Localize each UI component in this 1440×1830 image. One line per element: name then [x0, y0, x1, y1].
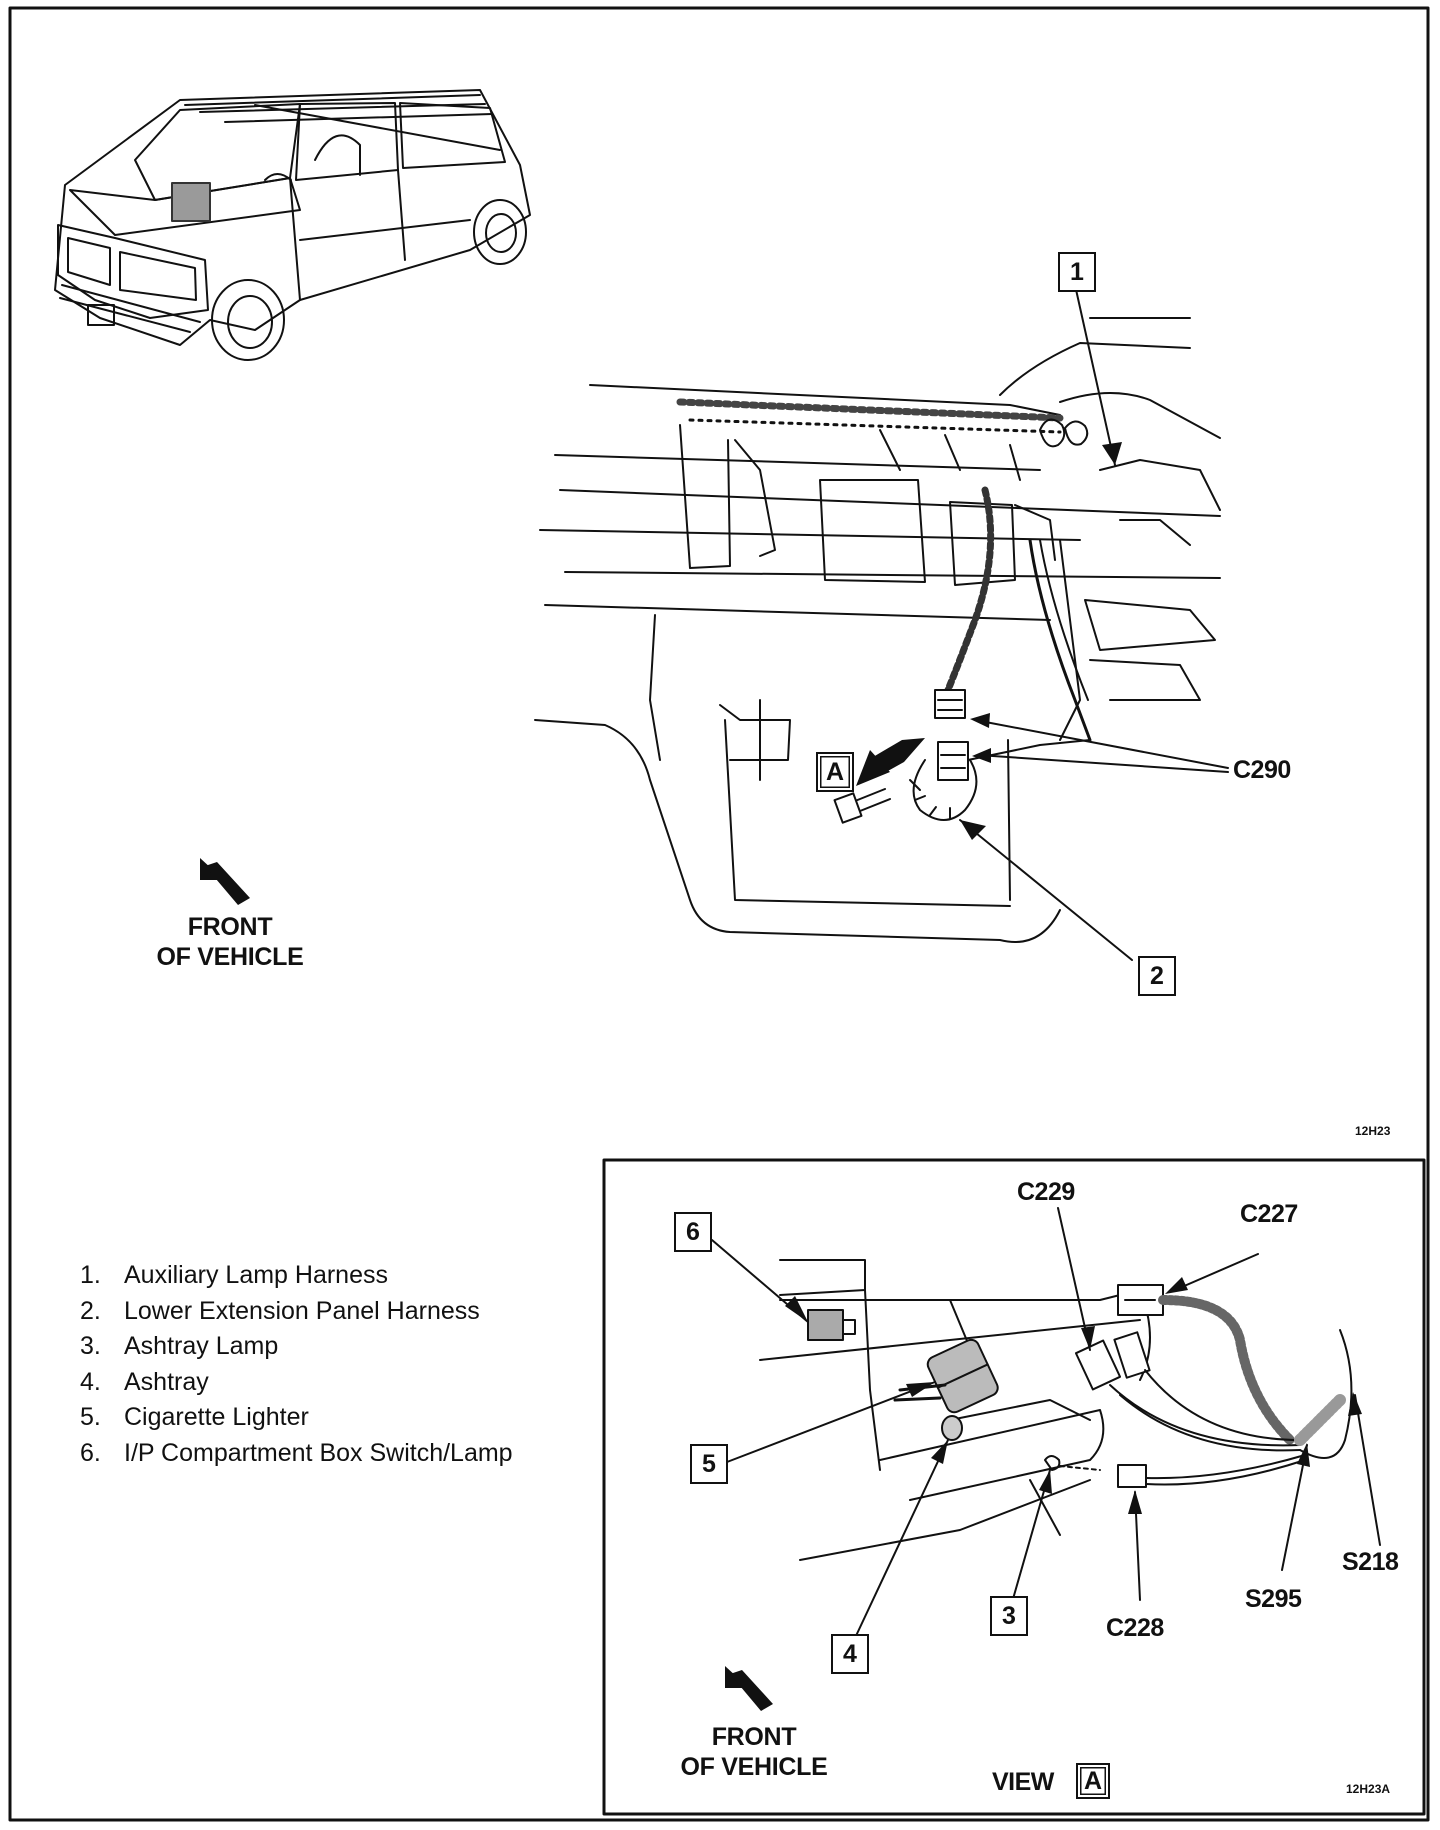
callout-6: 6: [674, 1212, 712, 1252]
legend-num: 1.: [80, 1261, 101, 1289]
location-highlight: [171, 182, 211, 222]
front-line1: FRONT: [711, 1723, 797, 1751]
view-box-a: A: [1076, 1763, 1110, 1799]
front-arrow-view-a: [725, 1666, 773, 1711]
front-arrow-main: [200, 858, 250, 905]
view-arrow-main: [856, 738, 925, 786]
callout-4: 4: [831, 1634, 869, 1674]
legend-text: Ashtray: [124, 1367, 209, 1396]
legend-text: Cigarette Lighter: [124, 1403, 309, 1431]
outer-frame: [8, 6, 1430, 1822]
front-line2: OF VEHICLE: [156, 943, 304, 971]
legend-text: Ashtray Lamp: [124, 1332, 279, 1360]
callout-2: 2: [1138, 956, 1176, 996]
legend-num: 5.: [80, 1403, 101, 1431]
legend-item: 3. Ashtray Lamp: [80, 1329, 513, 1365]
figure-code-view-a: 12H23A: [1346, 1782, 1391, 1796]
legend-item: 2. Lower Extension Panel Harness: [80, 1294, 513, 1330]
van-illustration: [54, 89, 531, 361]
connector-c229-label: C229: [1017, 1178, 1075, 1206]
front-of-vehicle-view-a: FRONT OF VEHICLE: [664, 1722, 844, 1782]
legend-text: Auxiliary Lamp Harness: [124, 1261, 388, 1289]
front-of-vehicle-main: FRONT OF VEHICLE: [140, 912, 320, 972]
callout-view-a: A: [816, 752, 854, 792]
figure-code-main: 12H23: [1355, 1124, 1391, 1138]
legend-item: 1. Auxiliary Lamp Harness: [80, 1258, 513, 1294]
view-a-frame: [602, 1158, 1426, 1816]
front-line1: FRONT: [187, 913, 273, 941]
legend-item: 5. Cigarette Lighter: [80, 1400, 513, 1436]
callout-5: 5: [690, 1444, 728, 1484]
legend-text: Lower Extension Panel Harness: [124, 1296, 480, 1325]
splice-s295-label: S295: [1245, 1585, 1302, 1613]
legend-list: 1. Auxiliary Lamp Harness 2. Lower Extensi…: [80, 1258, 513, 1471]
callout-3: 3: [990, 1596, 1028, 1636]
connector-c227-label: C227: [1240, 1200, 1298, 1228]
legend-num: 6.: [80, 1438, 101, 1467]
legend-item: 4. Ashtray: [80, 1365, 513, 1401]
splice-s218-label: S218: [1342, 1548, 1399, 1576]
connector-c228-label: C228: [1106, 1614, 1164, 1642]
dashboard-illustration: [534, 317, 1221, 943]
legend-num: 2.: [80, 1296, 101, 1325]
view-label: VIEW: [992, 1768, 1054, 1796]
callout-1: 1: [1058, 252, 1096, 292]
view-a-illustration: [759, 1259, 1353, 1561]
connector-c290-label: C290: [1233, 756, 1291, 784]
legend-item: 6. I/P Compartment Box Switch/Lamp: [80, 1436, 513, 1472]
legend-text: I/P Compartment Box Switch/Lamp: [124, 1438, 513, 1467]
legend-num: 4.: [80, 1367, 101, 1396]
legend-num: 3.: [80, 1332, 101, 1360]
front-line2: OF VEHICLE: [680, 1753, 828, 1781]
